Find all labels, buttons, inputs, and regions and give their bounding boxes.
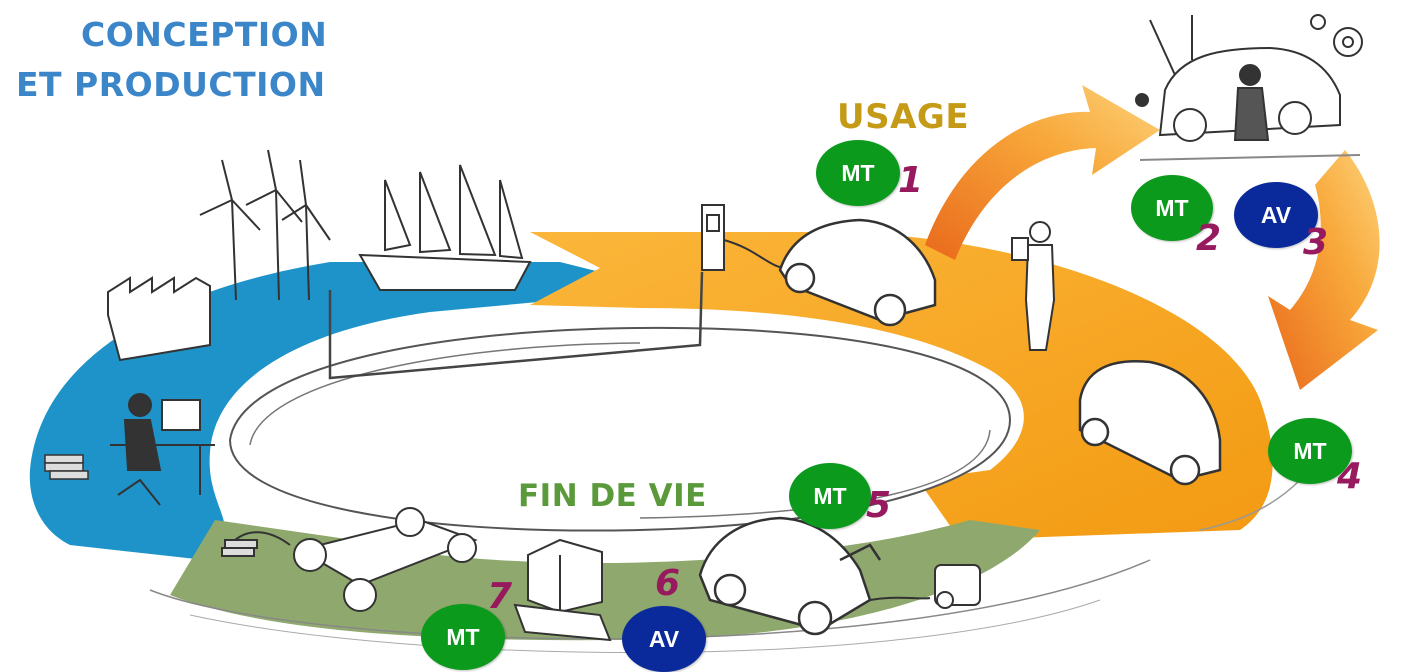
battery-box-icon bbox=[513, 538, 612, 642]
badge-number-1: 1 bbox=[898, 160, 924, 201]
badge-number-6: 6 bbox=[655, 563, 681, 604]
sailing-ship-icon bbox=[358, 164, 532, 291]
person-with-tablet-icon bbox=[1011, 221, 1056, 351]
conception-title-line2: ET PRODUCTION bbox=[16, 65, 326, 104]
badge-mt-4: MT bbox=[1268, 418, 1352, 484]
compact-car-icon bbox=[1078, 360, 1222, 486]
badge-av-6: AV bbox=[622, 606, 706, 672]
fin-de-vie-title: FIN DE VIE bbox=[518, 478, 707, 514]
person-at-computer-icon bbox=[110, 393, 215, 506]
badge-number-2: 2 bbox=[1196, 218, 1222, 259]
mechanic-repairing-car-icon bbox=[1139, 15, 1361, 161]
badge-number-3: 3 bbox=[1303, 222, 1329, 263]
factory-icon bbox=[107, 276, 211, 362]
recycling-machine-icon bbox=[869, 564, 981, 609]
badge-number-5: 5 bbox=[866, 485, 892, 526]
gear-icon bbox=[1135, 14, 1363, 107]
badge-number-4: 4 bbox=[1337, 456, 1363, 497]
usage-band bbox=[530, 232, 1273, 540]
electric-car-icon bbox=[778, 218, 937, 327]
curved-arrow-right bbox=[1268, 150, 1380, 390]
charging-station-icon bbox=[701, 204, 791, 271]
badge-mt-1: MT bbox=[816, 140, 900, 206]
conception-title-line1: CONCEPTION bbox=[81, 15, 328, 54]
power-cable bbox=[328, 271, 704, 380]
badge-mt-5: MT bbox=[789, 463, 871, 529]
badge-av-3: AV bbox=[1234, 182, 1318, 248]
badge-mt-2: MT bbox=[1131, 175, 1213, 241]
old-car-icon bbox=[698, 516, 882, 636]
car-chassis-icon bbox=[221, 507, 478, 612]
wind-turbines-icon bbox=[199, 149, 331, 301]
badge-number-7: 7 bbox=[487, 576, 513, 617]
cash-stack-icon bbox=[44, 454, 89, 480]
curved-arrow-top bbox=[925, 85, 1160, 260]
badge-mt-7: MT bbox=[421, 604, 505, 670]
usage-title: USAGE bbox=[837, 97, 970, 137]
